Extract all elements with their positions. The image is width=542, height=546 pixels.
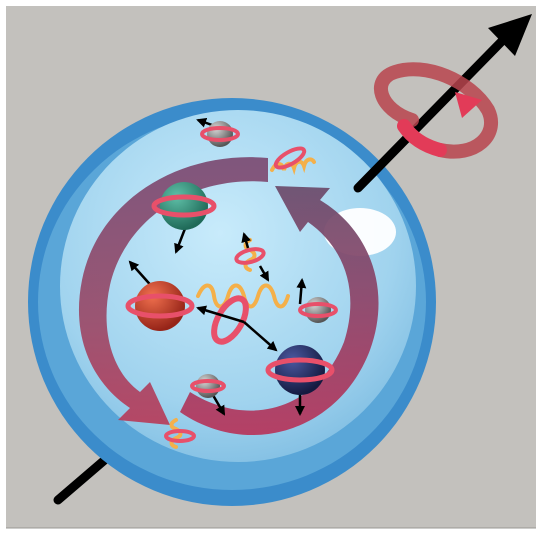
- quark-navy: [275, 345, 325, 395]
- quark-gray: [196, 374, 220, 398]
- quark-gray: [305, 297, 331, 323]
- quark-gray: [207, 121, 233, 147]
- quark-red: [135, 281, 185, 331]
- quark-green: [160, 182, 208, 230]
